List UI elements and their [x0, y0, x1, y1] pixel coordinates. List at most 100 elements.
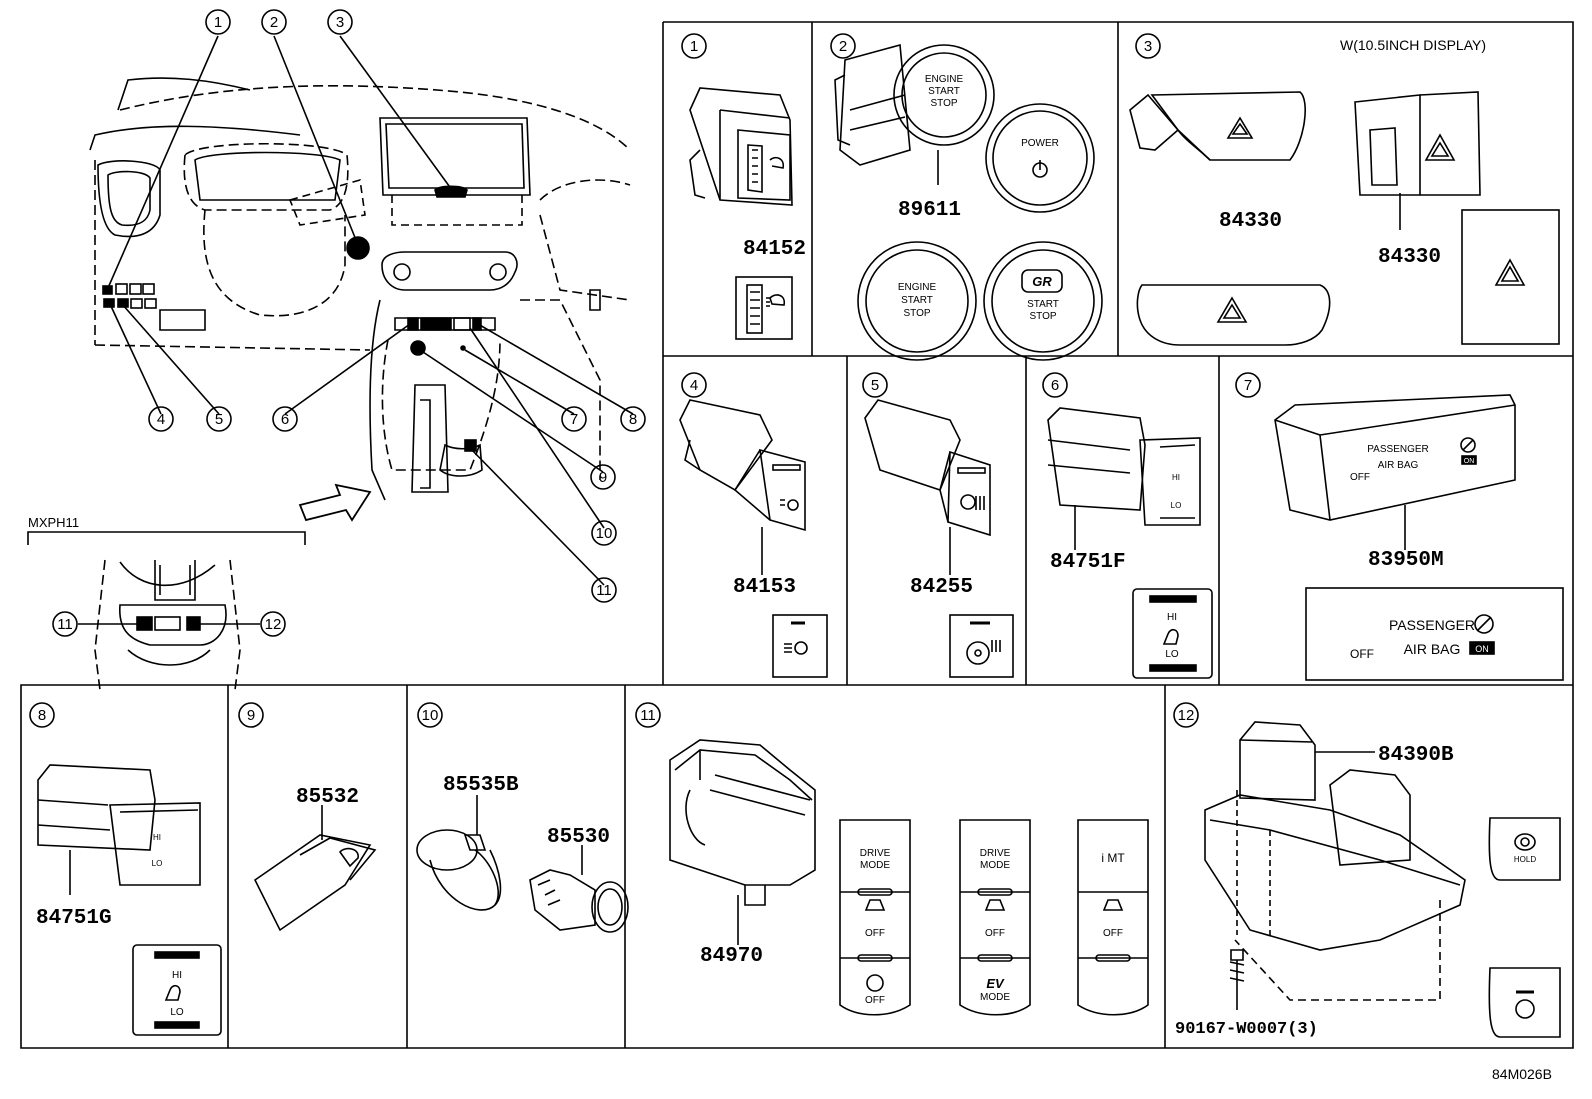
seat-heater-lo-g-small: LO — [152, 859, 163, 868]
seat-heater-lo-g: LO — [170, 1007, 184, 1018]
callout-11-inset: 11 — [57, 616, 73, 633]
btn-start-3: START — [1027, 299, 1059, 310]
ev-mode: MODE — [980, 992, 1010, 1003]
button-face-texts: ENGINE START STOP POWER ENGINE START STO… — [152, 74, 1537, 1018]
callout-4: 4 — [157, 411, 165, 428]
btn-start-1: START — [928, 86, 960, 97]
ev-label: EV — [986, 976, 1005, 991]
btn-stop-2: STOP — [903, 308, 930, 319]
part-number-85530: 85530 — [547, 826, 610, 849]
part-number-85532: 85532 — [296, 786, 359, 809]
part-84255-drawing — [864, 399, 1014, 678]
panel-callout-9: 9 — [247, 707, 255, 724]
panel-callout-1: 1 — [690, 38, 698, 55]
airbag-on: ON — [1475, 644, 1489, 654]
diagram-id: 84M026B — [1492, 1066, 1552, 1082]
imt-label: i MT — [1101, 851, 1125, 865]
btn-gr-logo: GR — [1032, 274, 1052, 289]
labels: MXPH11 W(10.5INCH DISPLAY) 84M026B — [28, 37, 1552, 1082]
seat-heater-hi-f: HI — [1167, 612, 1177, 623]
part-number-90167: 90167-W0007(3) — [1175, 1020, 1318, 1039]
part-number-84751F: 84751F — [1050, 551, 1126, 574]
panel-callout-8: 8 — [38, 707, 46, 724]
airbag-off-small: OFF — [1350, 472, 1370, 483]
drive-mode-1-mode: MODE — [860, 860, 890, 871]
part-84751G-drawing — [37, 764, 222, 1036]
callout-1: 1 — [214, 14, 222, 31]
part-89611-drawing — [834, 43, 1103, 361]
seat-heater-lo-f-small: LO — [1171, 501, 1182, 510]
callout-7: 7 — [570, 411, 578, 428]
callout-10: 10 — [596, 525, 613, 542]
btn-power: POWER — [1021, 138, 1059, 149]
part-83950M-drawing — [1274, 394, 1564, 681]
panel-callout-7: 7 — [1244, 377, 1252, 394]
part-84330-drawing — [1129, 91, 1560, 346]
part-number-84330-left: 84330 — [1219, 210, 1282, 233]
btn-stop-1: STOP — [930, 98, 957, 109]
hold-label: HOLD — [1514, 855, 1536, 864]
part-84390B-drawing — [1204, 721, 1561, 1038]
drive-mode-1-off: OFF — [865, 928, 885, 939]
part-84751F-drawing — [1047, 407, 1213, 679]
part-numbers: 84152 89611 84330 84330 84153 84255 8475… — [36, 199, 1454, 1039]
airbag-passenger-small: PASSENGER — [1367, 444, 1429, 455]
callout-5: 5 — [215, 411, 223, 428]
part-84153-drawing — [679, 399, 828, 678]
callout-numbers: 1 2 3 4 5 6 7 8 9 10 11 11 12 1 2 3 4 5 … — [38, 14, 1252, 724]
airbag-passenger: PASSENGER — [1389, 617, 1475, 633]
callout-2: 2 — [270, 14, 278, 31]
part-85535B-85530-drawing — [416, 795, 629, 933]
part-number-84330-right: 84330 — [1378, 246, 1441, 269]
drive-mode-2-off: OFF — [985, 928, 1005, 939]
panel-callout-11: 11 — [640, 707, 656, 724]
callout-12-inset: 12 — [265, 616, 282, 633]
part-85532-drawing — [253, 805, 377, 932]
part-84152-drawing — [689, 87, 793, 340]
dashboard-overview-drawing — [27, 35, 634, 691]
panel-callout-6: 6 — [1051, 377, 1059, 394]
airbag-label: AIR BAG — [1404, 641, 1461, 657]
callout-9: 9 — [599, 469, 607, 486]
part-number-84255: 84255 — [910, 576, 973, 599]
panel-callout-2: 2 — [839, 38, 847, 55]
drive-mode-3-off: OFF — [1103, 928, 1123, 939]
variant-label: MXPH11 — [28, 515, 79, 530]
drive-mode-1-drive: DRIVE — [860, 848, 891, 859]
callout-6: 6 — [281, 411, 289, 428]
part-number-85535B: 85535B — [443, 774, 519, 797]
drive-mode-2-mode: MODE — [980, 860, 1010, 871]
seat-heater-lo-f: LO — [1165, 649, 1179, 660]
part-number-84970: 84970 — [700, 945, 763, 968]
panel-callout-5: 5 — [871, 377, 879, 394]
seat-heater-hi-f-small: HI — [1172, 473, 1180, 482]
airbag-off: OFF — [1350, 647, 1374, 661]
part-84970-drawing — [669, 739, 1149, 1016]
drive-mode-2-drive: DRIVE — [980, 848, 1011, 859]
part-number-83950M: 83950M — [1368, 549, 1444, 572]
panel-callout-12: 12 — [1178, 707, 1195, 724]
callout-3: 3 — [336, 14, 344, 31]
panel-callout-3: 3 — [1144, 38, 1152, 55]
btn-engine-1: ENGINE — [925, 74, 964, 85]
callout-circles — [29, 9, 1261, 728]
callout-11: 11 — [596, 582, 612, 599]
seat-heater-hi-g-small: HI — [153, 833, 161, 842]
seat-heater-hi-g: HI — [172, 970, 182, 981]
btn-start-2: START — [901, 295, 933, 306]
display-note: W(10.5INCH DISPLAY) — [1340, 37, 1486, 53]
part-number-84153: 84153 — [733, 576, 796, 599]
part-number-89611: 89611 — [898, 199, 961, 222]
panel-frames — [20, 21, 1574, 1049]
part-number-84152: 84152 — [743, 238, 806, 261]
btn-engine-2: ENGINE — [898, 282, 937, 293]
callout-8: 8 — [629, 411, 637, 428]
panel-callout-10: 10 — [422, 707, 439, 724]
part-number-84390B: 84390B — [1378, 744, 1454, 767]
panel-callout-4: 4 — [690, 377, 698, 394]
btn-stop-3: STOP — [1029, 311, 1056, 322]
airbag-on-small: ON — [1464, 458, 1475, 465]
part-number-84751G: 84751G — [36, 907, 112, 930]
drive-mode-1-a-off: OFF — [865, 995, 885, 1006]
